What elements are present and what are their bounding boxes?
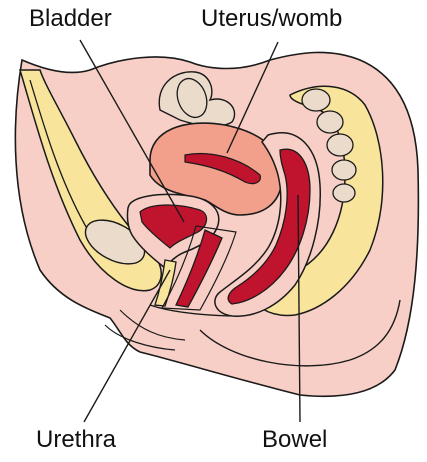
label-urethra: Urethra: [36, 428, 116, 452]
label-uterus: Uterus/womb: [201, 7, 342, 31]
label-bladder: Bladder: [29, 7, 112, 31]
label-bowel: Bowel: [262, 428, 327, 452]
